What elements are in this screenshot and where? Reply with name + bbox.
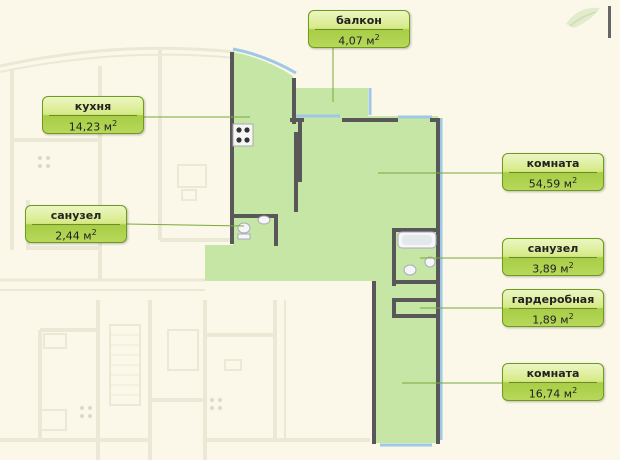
room-area: 3,89 м2 xyxy=(532,261,574,276)
toilet-icon xyxy=(237,222,251,240)
room-name: комната xyxy=(509,157,597,173)
neighbor-floor-plan xyxy=(0,46,370,460)
room-label-room-1[interactable]: комната 54,59 м2 xyxy=(502,153,604,191)
room-label-room-2[interactable]: комната 16,74 м2 xyxy=(502,363,604,401)
room-name: кухня xyxy=(49,100,137,116)
room-area: 2,44 м2 xyxy=(55,228,97,243)
room-area: 54,59 м2 xyxy=(528,176,578,191)
room-area: 14,23 м2 xyxy=(68,119,118,134)
room-label-bathroom-1[interactable]: санузел 2,44 м2 xyxy=(25,205,127,243)
room-name: комната xyxy=(509,367,597,383)
room-name: балкон xyxy=(315,14,403,30)
room-label-wardrobe[interactable]: гардеробная 1,89 м2 xyxy=(502,289,604,327)
leader-lines xyxy=(126,48,502,384)
apartment-floor xyxy=(205,52,438,443)
sink-icon xyxy=(424,256,436,268)
toilet-icon xyxy=(403,264,417,276)
room-area: 1,89 м2 xyxy=(532,312,574,327)
room-name: санузел xyxy=(32,209,120,225)
room-label-bathroom-2[interactable]: санузел 3,89 м2 xyxy=(502,238,604,276)
windows xyxy=(232,47,443,447)
walls xyxy=(230,52,440,444)
room-name: санузел xyxy=(509,242,597,258)
room-name: гардеробная xyxy=(509,293,597,309)
room-label-balcony[interactable]: балкон 4,07 м2 xyxy=(308,10,410,48)
room-label-kitchen[interactable]: кухня 14,23 м2 xyxy=(42,96,144,134)
neighbor-stoves xyxy=(38,156,222,418)
bathtub-icon xyxy=(397,231,437,249)
sink-icon xyxy=(257,215,271,225)
room-area: 4,07 м2 xyxy=(338,33,380,48)
stove-icon xyxy=(232,123,254,147)
room-area: 16,74 м2 xyxy=(528,386,578,401)
leaf-icon xyxy=(566,6,611,38)
